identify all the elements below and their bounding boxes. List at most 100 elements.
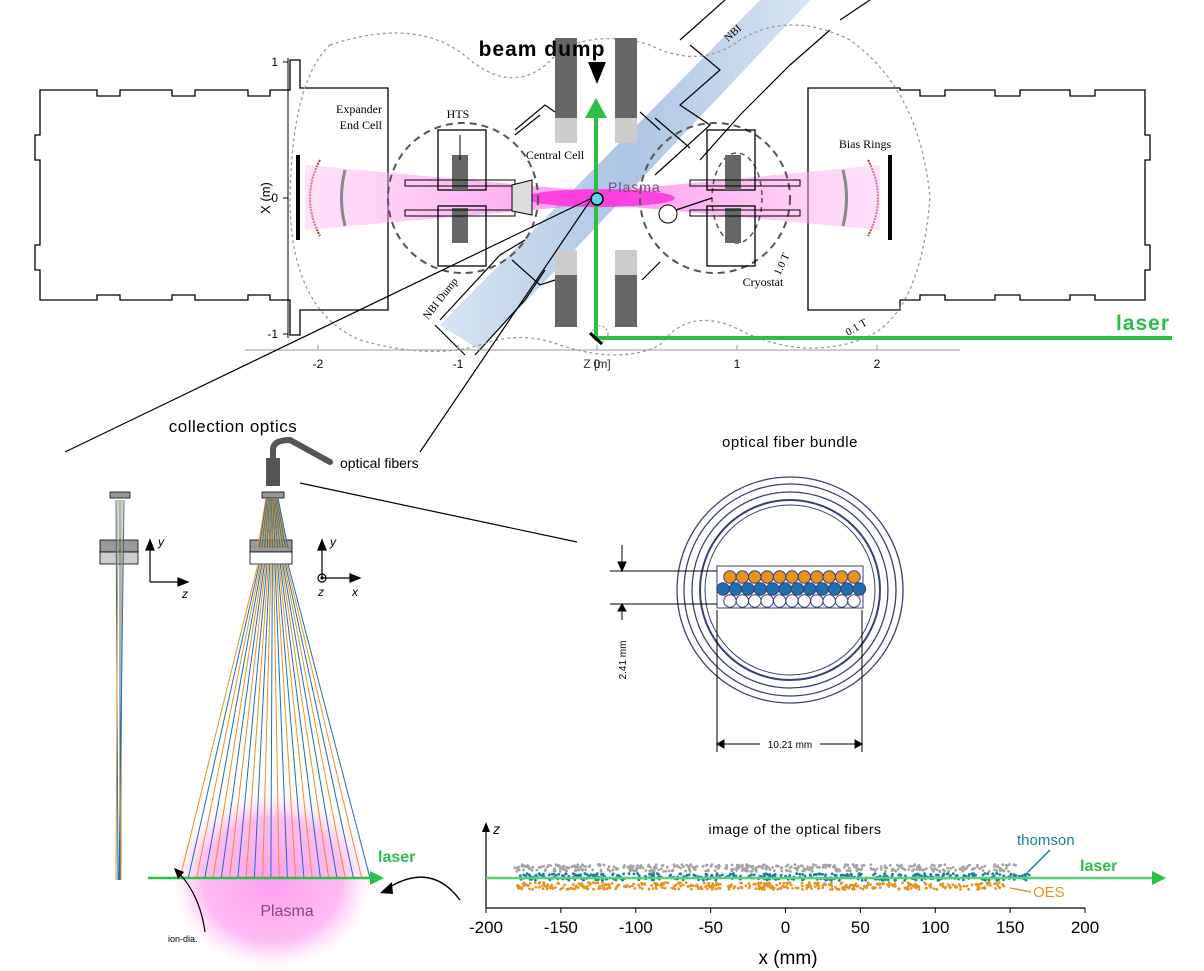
hts-label: HTS [447,107,470,121]
thomson-pointer [1027,849,1051,873]
fiber-image-point [716,882,719,886]
fiber-image-point [610,881,614,885]
image-x-tick-label: -100 [619,918,653,937]
fiber-image-point [542,864,546,868]
fiber-dot [810,594,824,608]
fiber-image-point [866,881,870,885]
fiber-image-point [907,868,911,871]
beam-dump-label: beam dump [479,38,606,61]
image-x-tick-label: 50 [851,918,870,937]
fiber-image-point [893,882,897,886]
fiber-dot [834,570,849,584]
fiber-image-point [802,869,806,873]
fiber-image-point [978,882,982,886]
fiber-image-point [795,868,799,872]
fiber-image-point [541,887,545,891]
fiber-ray [286,563,363,879]
fiber-image-point [663,881,667,885]
fiber-image-point [856,884,860,888]
fiber-image-point [947,869,950,873]
fiber-ray [273,497,279,549]
fiber-ray [261,497,269,549]
fiber-image-point [829,888,832,891]
fiber-image-point [737,887,740,890]
fiber-ray [276,497,288,549]
fiber-image-point [579,865,582,869]
fiber-image-point [691,884,695,888]
fiber-image-point [686,885,690,888]
fiber-image-point [535,868,539,872]
fiber-image-point [623,864,626,867]
fiber-image-point [725,863,728,867]
fiber-image-point [582,886,585,889]
fiber-image-point [648,872,651,876]
fiber-image-point [914,886,918,890]
fiber-image-point [567,887,570,891]
fiber-image-point [898,873,901,877]
fiber-image-point [741,866,744,869]
fiber-ray [253,563,271,879]
fiber-image-point [935,868,939,872]
fiber-image-point [917,885,921,889]
fiber-image-point [540,874,544,877]
fiber-image-point [581,863,584,866]
fiber-ray [282,563,338,879]
fiber-image-point [640,887,644,891]
fiber-image-point [925,886,928,890]
fiber-image-point [668,874,672,878]
fiber-image-point [837,879,841,882]
fiber-image-point [764,866,768,870]
fiber-image-point [838,869,842,873]
fiber-image-point [795,872,799,876]
fiber-image-point [747,881,751,885]
fiber-image-point [995,872,999,875]
fiber-image-point [772,888,775,891]
fiber-image-point [970,883,974,887]
fiber-image-point [527,873,531,877]
fiber-image-point [598,864,602,868]
fiber-image-point [778,881,782,885]
fiber-image-point [583,864,586,868]
fiber-image-point [741,863,744,867]
fiber-ray [275,497,284,549]
fiber-image-point [523,884,526,887]
fiber-image-point [810,869,814,873]
fiber-image-point [976,865,979,869]
fiber-image-point [643,882,646,886]
expander-end-cell-left [34,59,389,336]
fiber-image-point [835,887,839,891]
fiber-image-point [561,886,565,890]
fiber-image-point [756,881,760,885]
fiber-image-point [638,866,642,870]
fiber-ray [258,497,268,549]
fiber-image-point [564,872,568,876]
fiber-image-point [986,872,990,876]
fiber-image-point [539,865,543,869]
fiber-image-point [570,886,573,890]
fiber-image-point [530,868,534,872]
fiber-image-point [549,885,552,888]
fiber-image-point [522,868,525,872]
fiber-image-point [595,872,599,876]
fiber-image-point [731,873,735,876]
fiber-ray [273,563,280,879]
fiber-image-point [627,872,631,876]
fiber-image-point [673,865,676,869]
fiber-image-point [589,873,593,876]
fiber-image-point [730,883,733,887]
fiber-image-point [786,886,790,890]
fiber-image-point [622,872,625,876]
fiber-image-point [884,869,887,873]
image-x-tick-label: -50 [698,918,723,937]
fiber-image-point [818,872,822,876]
fiber-image-point [679,872,683,876]
hts-magnet-right [689,129,801,267]
fiber-image-point [814,873,818,876]
fiber-image-point [659,883,663,886]
fiber-image-point [797,865,800,868]
fiber-image-point [717,866,721,870]
fiber-image-point [736,864,740,868]
fiber-image-point [932,864,936,868]
fiber-image-point [601,884,604,888]
fiber-image-point [611,868,615,872]
